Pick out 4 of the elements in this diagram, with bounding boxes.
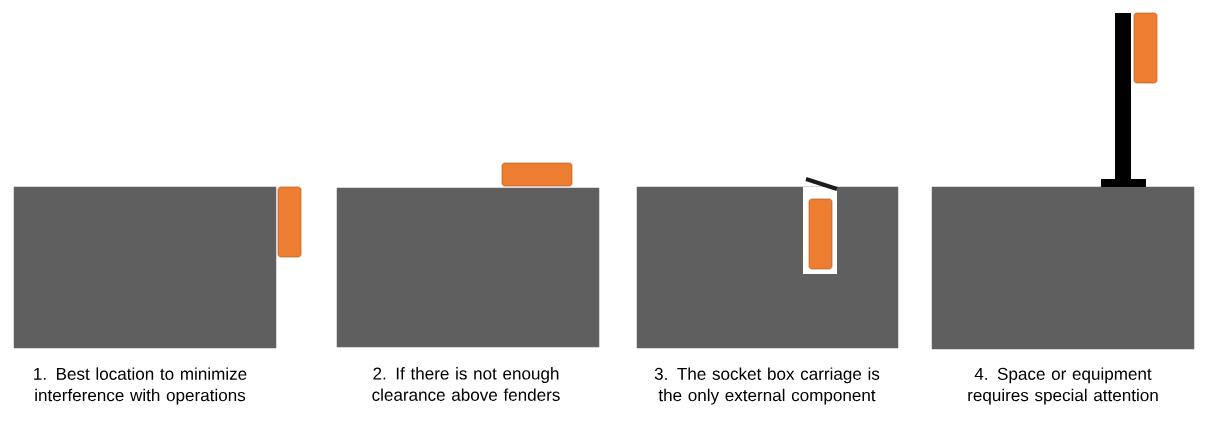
- caption: 4. Space or equipment requires special attention: [968, 367, 1158, 405]
- caption: 2. If there is not enough clearance above fenders: [372, 367, 560, 401]
- caption: 1. Best location to minimize interference with operations: [34, 367, 247, 405]
- caption: 3. The socket box carriage is the only external component: [654, 367, 880, 405]
